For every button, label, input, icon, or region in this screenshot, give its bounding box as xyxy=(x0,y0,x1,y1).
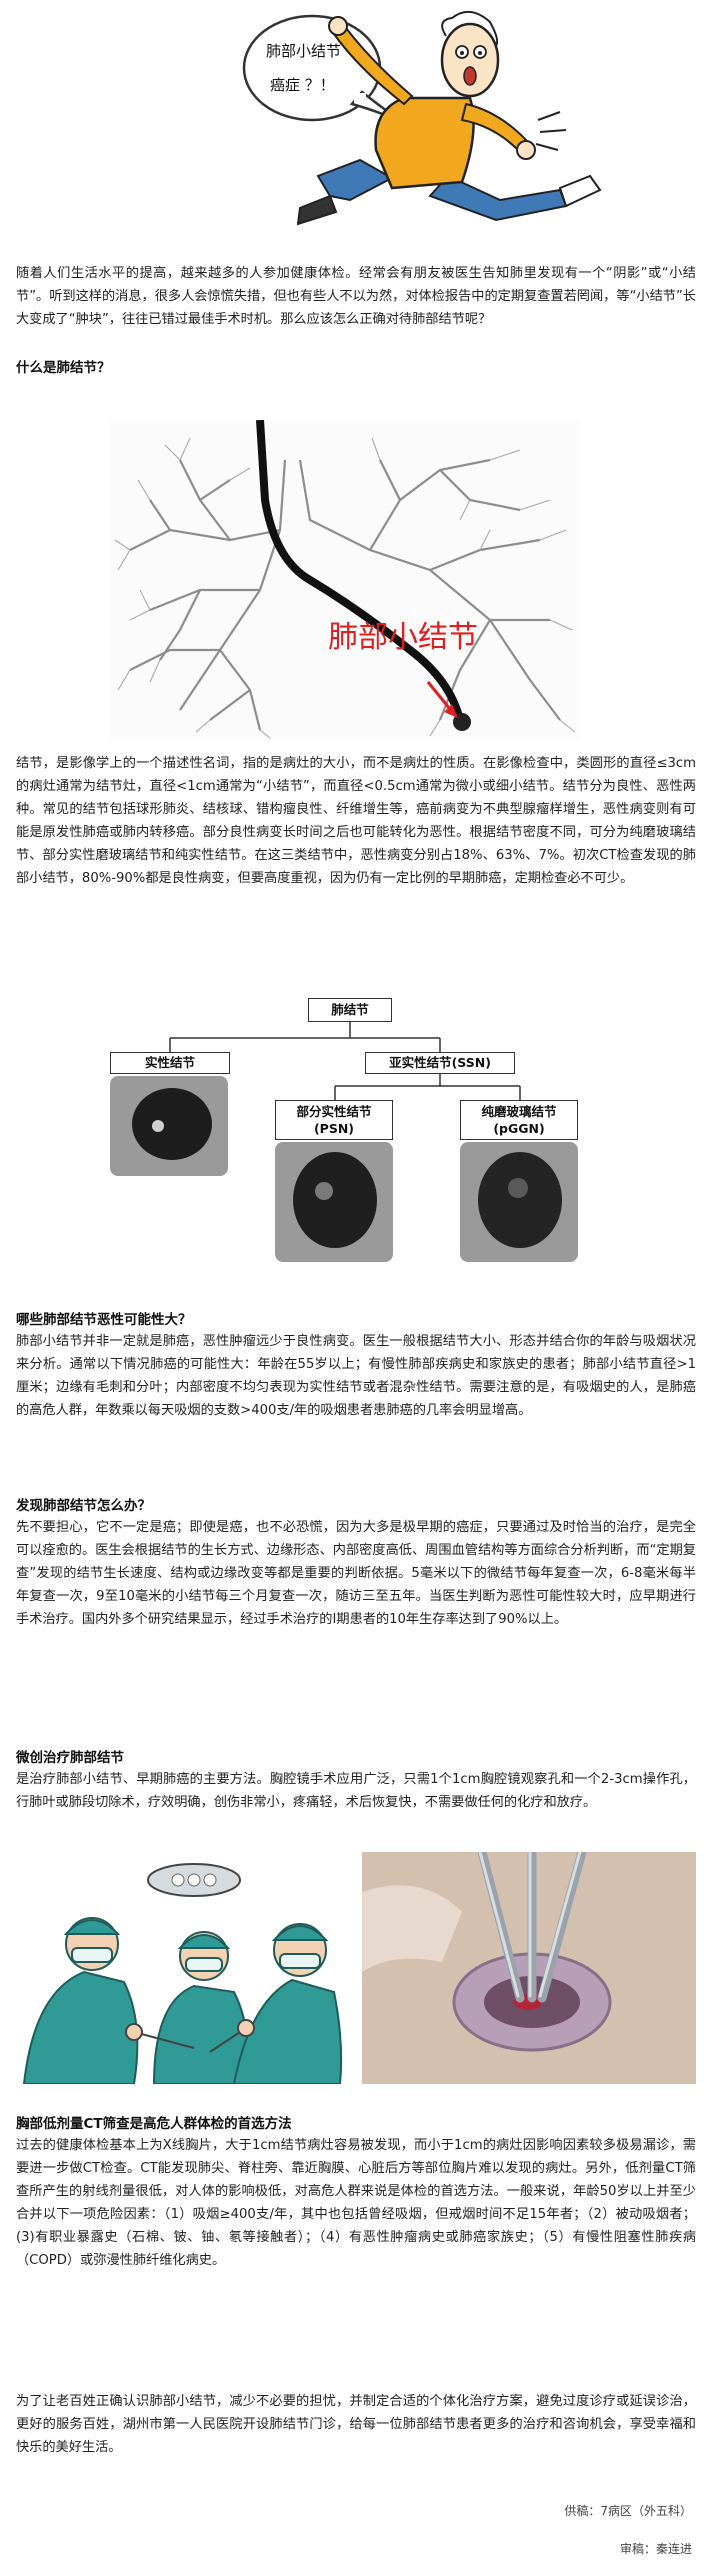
tree-solid-box: 实性结节 xyxy=(110,1052,230,1074)
malignant-heading: 哪些肺部结节恶性可能性大？ xyxy=(16,1312,192,1328)
intro-paragraph: 随着人们生活水平的提高，越来越多的人参加健康体检。经常会有朋友被医生告知肺里发现… xyxy=(16,266,696,327)
tree-psn-line2: (PSN) xyxy=(313,1121,355,1136)
ct-image-psn xyxy=(275,1142,393,1262)
what-is-heading: 什么是肺结节？ xyxy=(16,360,111,376)
author-credit: 供稿：7病区（外五科） xyxy=(564,2504,692,2518)
tree-connectors xyxy=(169,1020,521,1100)
screening-heading: 胸部低剂量CT筛查是高危人群体检的首选方法 xyxy=(16,2116,292,2132)
found-heading: 发现肺部结节怎么办？ xyxy=(16,1498,151,1514)
tree-psn-line1: 部分实性结节 xyxy=(296,1104,372,1119)
tree-psn-box: 部分实性结节 (PSN) xyxy=(275,1100,393,1140)
closing-paragraph: 为了让老百姓正确认识肺部小结节，减少不必要的担忧，并制定合适的个体化治疗方案，避… xyxy=(16,2394,696,2455)
cartoon-illustration xyxy=(242,11,602,226)
tree-pggn-box: 纯磨玻璃结节 (pGGN) xyxy=(460,1100,578,1140)
ct-image-pggn xyxy=(460,1142,578,1262)
surgery-heading: 微创治疗肺部结节 xyxy=(16,1750,124,1766)
speech-line-2: 癌症 ？！ xyxy=(270,76,335,94)
what-is-paragraph: 结节，是影像学上的一个描述性名词，指的是病灶的大小，而不是病灶的性质。在影像检查… xyxy=(16,756,696,886)
tree-subsolid-box: 亚实性结节(SSN) xyxy=(365,1052,515,1074)
ct-image-solid xyxy=(110,1076,228,1176)
screening-paragraph: 过去的健康体检基本上为X线胸片，大于1cm结节病灶容易被发现，而小于1cm的病灶… xyxy=(16,2138,696,2268)
thoracoscope-photo xyxy=(362,1852,696,2084)
found-paragraph: 先不要担心，它不一定是癌；即使是癌，也不必恐慌，因为大多是极早期的癌症，只要通过… xyxy=(16,1520,696,1627)
lung-nodule-label: 肺部小结节 xyxy=(328,620,478,655)
surgery-paragraph: 是治疗肺部小结节、早期肺癌的主要方法。胸腔镜手术应用广泛，只需1个1cm胸腔镜观… xyxy=(16,1772,696,1810)
malignant-paragraph: 肺部小结节并非一定就是肺癌，恶性肿瘤远少于良性病变。医生一般根据结节大小、形态并… xyxy=(16,1334,696,1418)
speech-line-1: 肺部小结节 xyxy=(266,42,342,60)
reviewer-credit: 审稿：秦连进 xyxy=(619,2542,692,2556)
surgeons-illustration xyxy=(14,1852,344,2084)
cartoon-man xyxy=(296,11,602,226)
lung-image xyxy=(110,420,580,740)
tree-root-box: 肺结节 xyxy=(308,998,392,1022)
tree-pggn-line2: (pGGN) xyxy=(493,1121,545,1136)
tree-pggn-line1: 纯磨玻璃结节 xyxy=(481,1104,557,1119)
nodule-classification-diagram: 肺结节 实性结节 亚实性结节(SSN) 部分实性结节 (PSN) 纯磨玻璃结节 … xyxy=(100,988,600,1288)
